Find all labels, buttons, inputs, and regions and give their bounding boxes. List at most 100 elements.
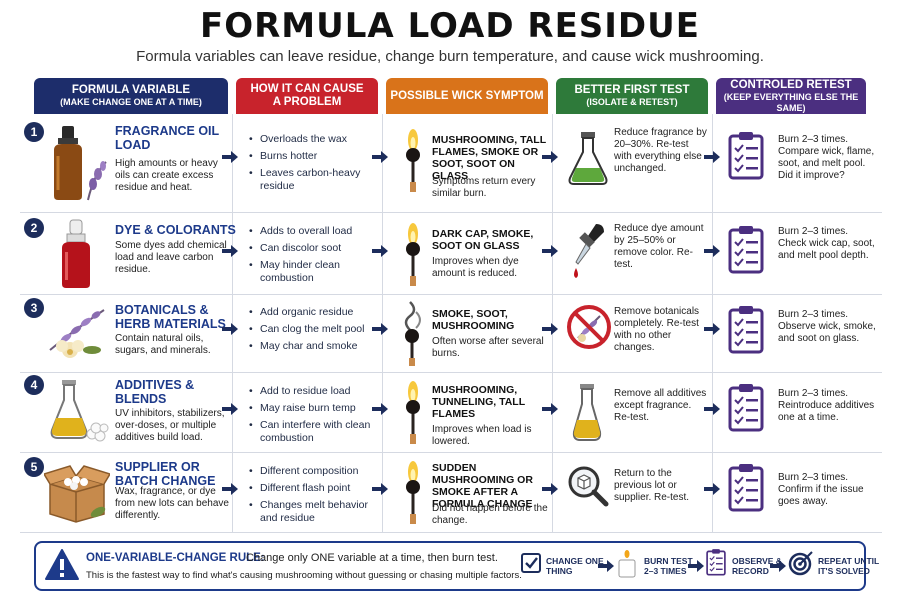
row-number-badge: 3: [24, 298, 44, 318]
arrow-right-icon: [372, 323, 388, 335]
first-test-text: Remove all additives except fragrance. R…: [614, 388, 707, 423]
arrow-right-icon: [372, 245, 388, 257]
rule-step-line: RECORD: [732, 566, 769, 576]
list-item: Leaves carbon-heavy residue: [248, 167, 378, 193]
row-divider: [20, 212, 882, 213]
column-header-label: BETTER FIRST TEST: [574, 84, 690, 96]
arrow-right-icon: [222, 245, 238, 257]
arrow-right-icon: [222, 151, 238, 163]
list-item: Adds to overall load: [248, 225, 378, 238]
candle-flame-icon: [406, 461, 420, 524]
list-item: Different flash point: [248, 482, 378, 495]
arrow-right-icon: [704, 245, 720, 257]
symptom-title: SUDDEN MUSHROOMING OR SMOKE AFTER A FORM…: [432, 462, 533, 510]
column-divider: [552, 114, 553, 532]
list-item: Can clog the melt pool: [248, 323, 378, 336]
dropper-icon: [574, 224, 604, 278]
rule-step: CHANGE ONE THING: [546, 556, 604, 576]
cause-list: Adds to overall load Can discolor soot M…: [248, 225, 378, 289]
variable-name: ADDITIVES & BLENDS: [115, 378, 194, 406]
variable-name: FRAGRANCE OIL LOAD: [115, 124, 219, 152]
botanicals-icon: [49, 309, 105, 358]
list-item: Can discolor soot: [248, 242, 378, 255]
variable-description: Contain natural oils, sugars, and minera…: [115, 333, 211, 356]
column-header-sublabel: (KEEP EVERYTHING ELSE THE SAME): [723, 91, 859, 113]
arrow-right-icon: [542, 323, 558, 335]
row-number-badge: 2: [24, 218, 44, 238]
candle-flame-icon: [406, 129, 420, 192]
clipboard-icon: [728, 226, 764, 274]
arrow-right-icon: [704, 403, 720, 415]
candle-flame-icon: [406, 223, 420, 286]
warning-icon: [45, 549, 79, 580]
symptom-note: Improves when dye amount is reduced.: [432, 256, 519, 279]
arrow-right-icon: [372, 151, 388, 163]
retest-text: Burn 2–3 times. Compare wick, flame, soo…: [778, 134, 875, 181]
arrow-right-icon: [542, 245, 558, 257]
column-header-how-it-causes: HOW IT CAN CAUSE A PROBLEM: [236, 78, 378, 114]
variable-name-line: LOAD: [115, 138, 151, 152]
first-test-text: Reduce fragrance by 20–30%. Re-test with…: [614, 127, 707, 174]
column-header-label: CONTROLED RETEST: [730, 78, 852, 91]
smoking-wick-icon: [404, 301, 421, 366]
arrow-right-icon: [704, 323, 720, 335]
arrow-right-icon: [770, 560, 786, 572]
row-divider: [20, 452, 882, 453]
list-item: Can interfere with clean combustion: [248, 419, 378, 445]
row-divider: [20, 532, 882, 533]
rule-step-line: REPEAT UNTIL: [818, 556, 880, 566]
list-item: May char and smoke: [248, 340, 378, 353]
column-header-sublabel: A PROBLEM: [272, 96, 342, 108]
list-item: May raise burn temp: [248, 402, 378, 415]
retest-text: Burn 2–3 times. Observe wick, smoke, and…: [778, 309, 876, 344]
arrow-right-icon: [222, 323, 238, 335]
rule-step-line: THING: [546, 566, 573, 576]
rule-step-line: CHANGE ONE: [546, 556, 604, 566]
symptom-title: MUSHROOMING, TALL FLAMES, SMOKE OR SOOT,…: [432, 134, 546, 182]
symptom-note: Improves when load is lowered.: [432, 424, 532, 447]
column-header-sublabel: (ISOLATE & RETEST): [586, 97, 678, 107]
variable-description: Some dyes add chemical load and leave ca…: [115, 240, 227, 275]
variable-name: BOTANICALS & HERB MATERIALS: [115, 303, 226, 331]
retest-text: Burn 2–3 times. Reintroduce additives on…: [778, 388, 875, 423]
column-header-label: FORMULA VARIABLE: [71, 84, 191, 96]
column-header-wick-symptom: POSSIBLE WICK SYMPTOM: [386, 78, 548, 114]
variable-name-line: HERB MATERIALS: [115, 317, 226, 331]
arrow-right-icon: [542, 151, 558, 163]
arrow-right-icon: [598, 560, 614, 572]
first-test-text: Return to the previous lot or supplier. …: [614, 468, 690, 503]
variable-name: SUPPLIER OR BATCH CHANGE: [115, 460, 215, 488]
box-icon: [44, 465, 110, 523]
rule-step: BURN TEST 2–3 TIMES: [644, 556, 693, 576]
variable-name-line: FRAGRANCE OIL: [115, 124, 220, 138]
column-header-first-test: BETTER FIRST TEST (ISOLATE & RETEST): [556, 78, 708, 114]
column-header-controlled-retest: CONTROLED RETEST (KEEP EVERYTHING ELSE T…: [716, 78, 866, 114]
beaker-icon: [572, 384, 602, 441]
flask-icon: [568, 132, 608, 185]
rule-step-line: BURN TEST: [644, 556, 693, 566]
variable-name-line: SUPPLIER OR: [115, 460, 200, 474]
clipboard-icon: [728, 384, 764, 432]
variable-name-line: DYE & COLORANTS: [115, 223, 236, 237]
variable-name: DYE & COLORANTS: [115, 223, 236, 237]
symptom-title: SMOKE, SOOT, MUSHROOMING: [432, 308, 515, 332]
rule-step-line: 2–3 TIMES: [644, 566, 687, 576]
list-item: Changes melt behavior and residue: [248, 499, 378, 525]
arrow-right-icon: [704, 151, 720, 163]
column-header-label: HOW IT CAN CAUSE: [250, 83, 364, 95]
symptom-title: DARK CAP, SMOKE, SOOT ON GLASS: [432, 228, 534, 252]
column-header-sublabel: (MAKE CHANGE ONE AT A TIME): [60, 97, 202, 107]
candle-icon: [618, 550, 636, 578]
cause-list: Overloads the wax Burns hotter Leaves ca…: [248, 133, 378, 197]
rule-step: REPEAT UNTIL IT'S SOLVED: [818, 556, 879, 576]
variable-name-line: BLENDS: [115, 392, 167, 406]
row-divider: [20, 294, 882, 295]
row-number-badge: 1: [24, 122, 44, 142]
symptom-note: Often worse after several burns.: [432, 336, 544, 359]
variable-name-line: ADDITIVES &: [115, 378, 195, 392]
page-subtitle: Formula variables can leave residue, cha…: [136, 48, 764, 65]
arrow-right-icon: [704, 483, 720, 495]
list-item: May hinder clean combustion: [248, 259, 378, 285]
arrow-right-icon: [222, 483, 238, 495]
clipboard-icon: [728, 306, 764, 354]
